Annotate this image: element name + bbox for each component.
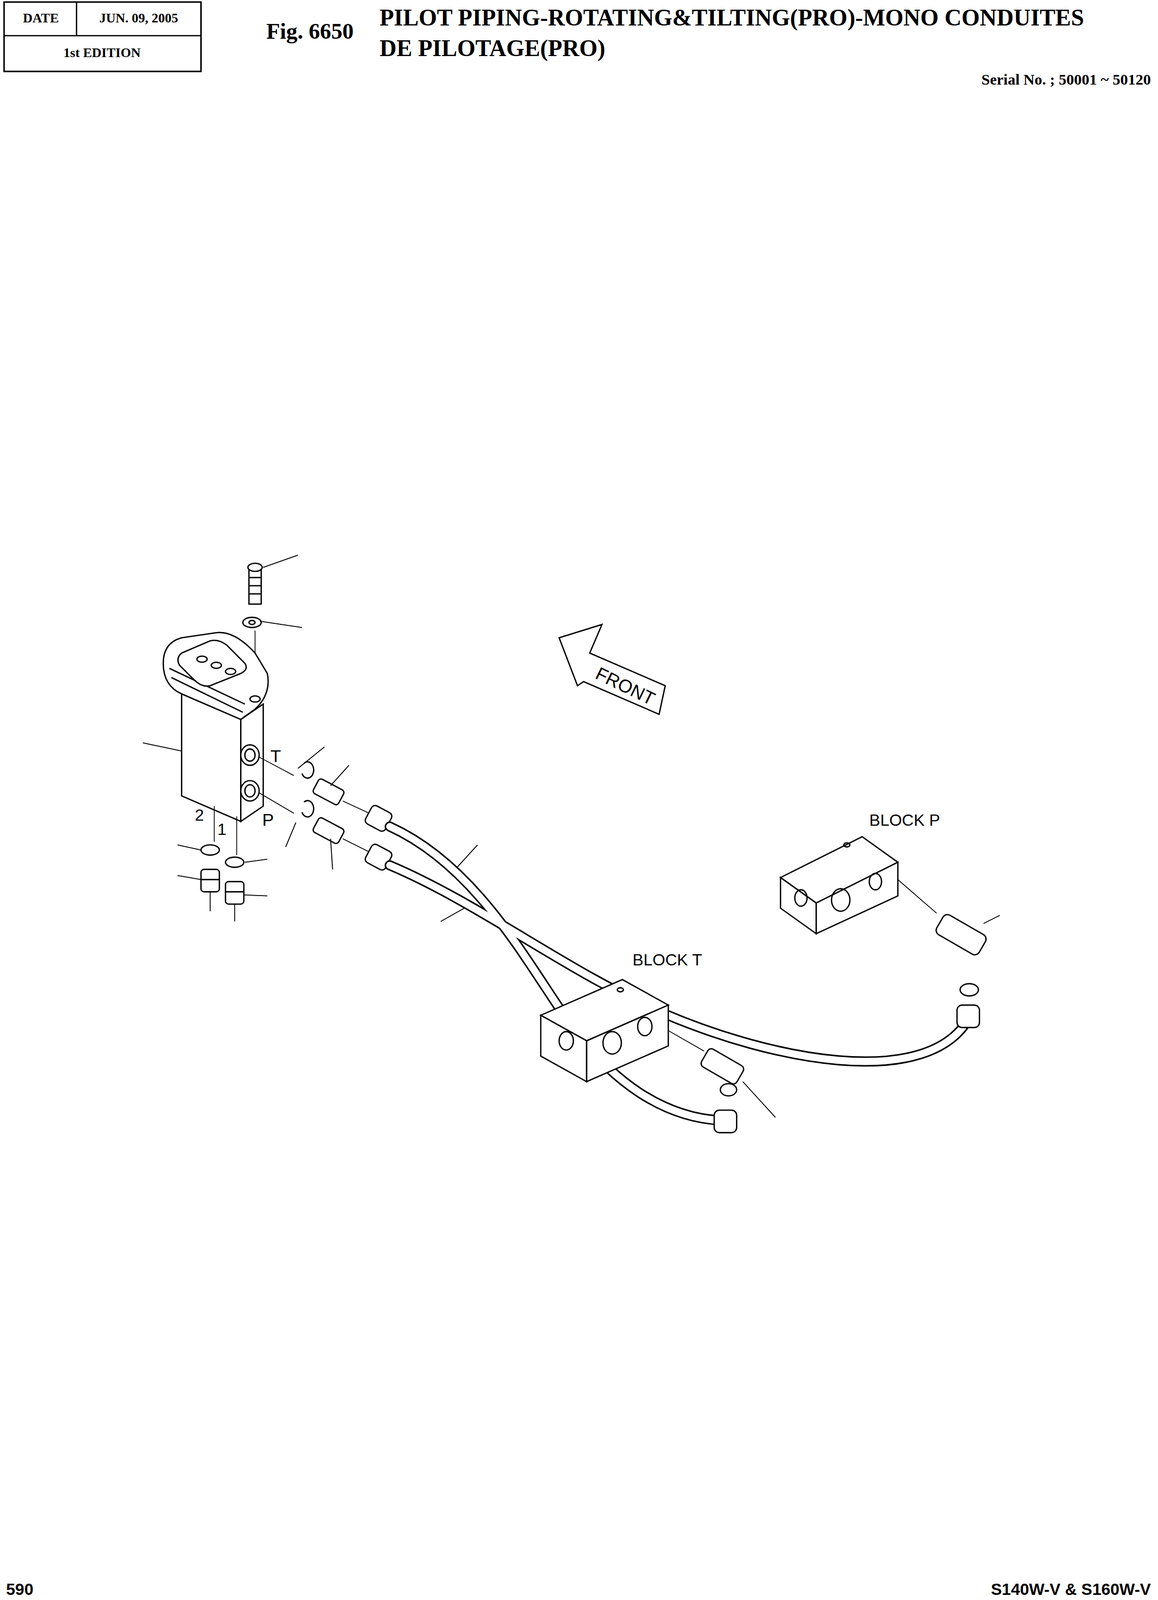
- port-label: 2: [194, 807, 204, 824]
- date-label: DATE: [22, 11, 59, 25]
- model-name: S140W-V & S160W-V: [990, 1581, 1151, 1598]
- block-label: BLOCK T: [632, 952, 702, 969]
- port-label: 1: [217, 821, 227, 838]
- figure-number: Fig. 6650: [266, 20, 354, 43]
- block-label: BLOCK P: [869, 812, 941, 829]
- page-number: 590: [6, 1581, 34, 1598]
- serial-range: Serial No. ; 50001 ~ 50120: [981, 72, 1151, 88]
- figure-title: PILOT PIPING-ROTATING&TILTING(PRO)-MONO …: [379, 3, 1094, 65]
- date-value: JUN. 09, 2005: [99, 11, 179, 25]
- edition-label: 1st EDITION: [63, 45, 141, 60]
- port-label: T: [270, 747, 281, 766]
- port-label: P: [261, 811, 274, 829]
